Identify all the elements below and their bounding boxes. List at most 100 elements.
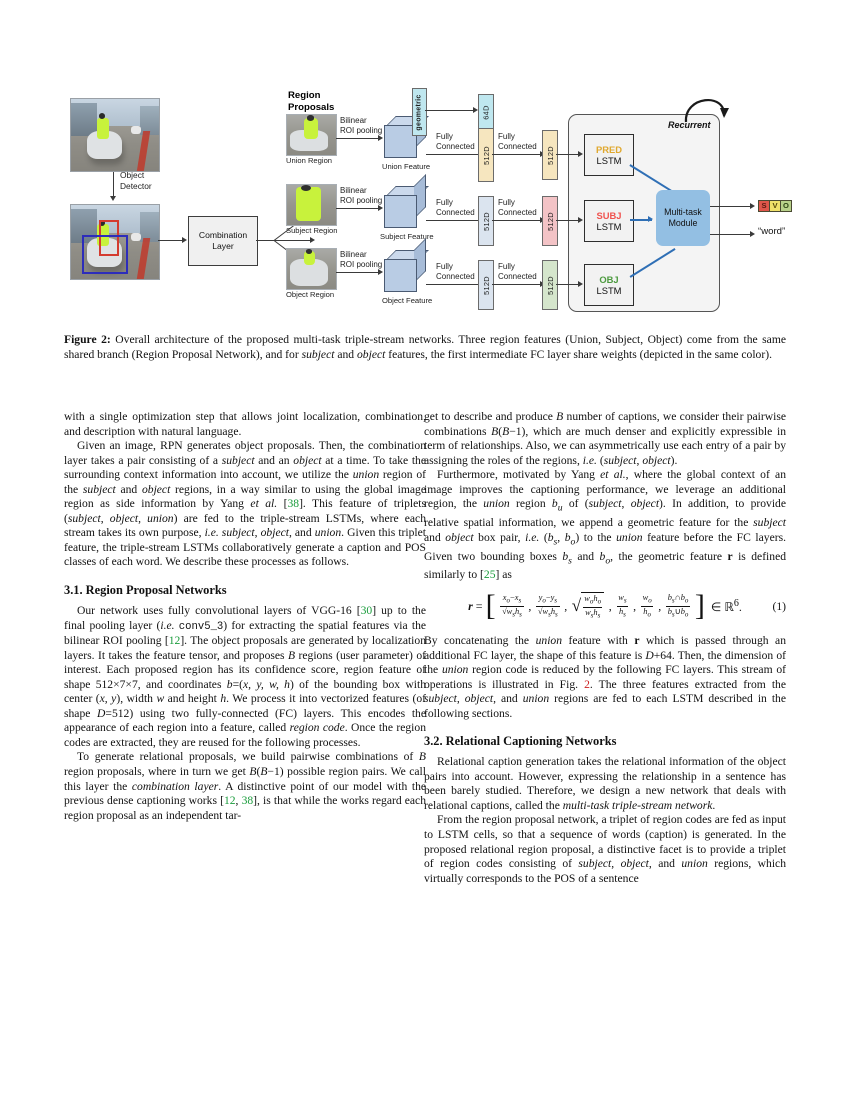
ref-30[interactable]: 30 <box>360 604 373 618</box>
bbox-object <box>81 234 128 275</box>
equation-term-6: bs∩bo bs∪bo <box>665 592 691 619</box>
fc2-object-l2: Connected <box>498 272 537 281</box>
label-fc1-object: Fully Connected <box>436 262 475 282</box>
paragraph-r3: By concatenating the union feature with … <box>424 633 787 720</box>
section-heading-3-2: 3.2. Relational Captioning Networks <box>424 734 617 749</box>
equation-term-1: xo−xs √wshs <box>500 592 524 619</box>
subj-lstm-box: SUBJ LSTM <box>584 200 634 242</box>
bar-512d-union-fc1-label: 512D <box>481 145 491 165</box>
caption-em-object: object <box>357 347 386 361</box>
object-crop-to-feature-line <box>336 272 380 274</box>
mtm-label-line1: Multi-task <box>664 206 702 217</box>
svo-v: V <box>770 201 781 211</box>
mtm-label-line2: Module <box>668 218 698 228</box>
fc2-to-obj-arrowhead <box>578 281 583 287</box>
bilinear-subject-l1: Bilinear <box>340 186 367 195</box>
fc1-to-fc2-union-line <box>492 154 542 156</box>
object-detector-arrow-line <box>113 172 115 198</box>
code-conv5-3: conv5_3 <box>178 620 224 633</box>
union-region-crop <box>286 114 337 156</box>
pred-lstm-sub: LSTM <box>596 155 622 166</box>
label-fc1-union: Fully Connected <box>436 132 475 152</box>
ref-12a[interactable]: 12 <box>168 634 181 648</box>
fc2-to-subj-line <box>556 220 580 222</box>
geometric-to-64d-line <box>425 110 475 112</box>
ref-38b[interactable]: 38 <box>241 794 254 808</box>
paragraph-l4: To generate relational proposals, we bui… <box>64 750 427 822</box>
label-fc1-subject: Fully Connected <box>436 198 475 218</box>
paragraph-l2: Given an image, RPN generates object pro… <box>64 439 427 569</box>
photo-to-combination-line <box>158 240 184 242</box>
mtm-to-word-line <box>710 234 752 236</box>
fc2-subject-l2: Connected <box>498 208 537 217</box>
fc2-union-l2: Connected <box>498 142 537 151</box>
fc2-object-l1: Fully <box>498 262 515 271</box>
fc1-subject-l1: Fully <box>436 198 453 207</box>
object-region-crop <box>286 248 337 290</box>
bilinear-subject-l2: ROI pooling <box>340 196 383 205</box>
ref-25[interactable]: 25 <box>483 568 496 582</box>
pred-lstm-box: PRED LSTM <box>584 134 634 176</box>
equation-1-membership: ∈ ℝ6. <box>707 598 742 615</box>
fc2-to-pred-line <box>556 154 580 156</box>
obj-lstm-tag: OBJ <box>599 273 619 285</box>
bar-512d-subject-fc2-label: 512D <box>545 211 555 231</box>
combination-layer-label-line1: Combination <box>198 230 248 240</box>
figure-caption-prefix: Figure 2: <box>64 333 111 346</box>
equation-term-3: √ woho wshs <box>572 591 605 620</box>
object-detector-arrowhead <box>110 196 116 201</box>
object-feature-to-fc1-line <box>426 284 480 286</box>
ref-fig-2[interactable]: 2 <box>584 677 590 691</box>
label-bilinear-roi-object: Bilinear ROI pooling <box>340 250 382 270</box>
object-crop-to-feature-arrowhead <box>378 269 383 275</box>
equation-1-lhs: r <box>468 598 473 613</box>
bilinear-object-l1: Bilinear <box>340 250 367 259</box>
obj-lstm-box: OBJ LSTM <box>584 264 634 306</box>
equation-1-left-bracket: [ <box>485 589 496 623</box>
bar-64d-label: 64D <box>481 104 491 120</box>
detected-photo <box>70 204 160 280</box>
bar-64d: 64D <box>478 94 494 130</box>
mtm-to-svo-line <box>710 206 752 208</box>
label-subject-region: Subject Region <box>286 226 338 235</box>
ref-12b[interactable]: 12 <box>223 794 236 808</box>
label-object-feature: Object Feature <box>382 296 433 305</box>
ref-38[interactable]: 38 <box>287 497 300 511</box>
label-object-detector-line2: Detector <box>120 180 152 191</box>
fc1-to-fc2-subject-line <box>492 220 542 222</box>
paragraph-l1: with a single optimization step that all… <box>64 410 426 438</box>
recurrent-label: Recurrent <box>668 120 711 130</box>
figure-2: Object Detector Combination Layer <box>64 86 792 326</box>
bar-512d-object-fc1-label: 512D <box>481 275 491 295</box>
section-heading-3-1: 3.1. Region Proposal Networks <box>64 583 227 598</box>
geometric-bar-label: geometric <box>416 93 423 131</box>
label-object-region: Object Region <box>286 290 335 299</box>
figure-caption: Figure 2: Overall architecture of the pr… <box>64 333 786 361</box>
source-photo <box>70 98 160 172</box>
mtm-to-word-arrowhead <box>750 231 755 237</box>
photo-to-combination-arrowhead <box>182 237 187 243</box>
label-fc2-subject: Fully Connected <box>498 198 537 218</box>
bilinear-union-l2: ROI pooling <box>340 126 383 135</box>
mtm-in-arrowhead <box>648 216 653 222</box>
equation-1-right-bracket: ] <box>694 589 705 623</box>
comb-to-subject-line <box>274 240 312 242</box>
bar-512d-object-fc2-label: 512D <box>545 275 555 295</box>
multi-task-module-box: Multi-task Module <box>656 190 710 246</box>
fc1-union-l2: Connected <box>436 142 475 151</box>
fc2-subject-l1: Fully <box>498 198 515 207</box>
bbox-subject <box>99 219 119 257</box>
word-output-label: “word” <box>758 226 786 237</box>
geometric-bar: geometric <box>412 88 427 136</box>
region-proposals-line1: Region <box>288 90 321 101</box>
label-union-feature: Union Feature <box>382 162 431 171</box>
caption-em-subject: subject <box>301 347 335 361</box>
object-feature-cube <box>384 238 429 292</box>
recurrent-loop-icon <box>684 99 729 123</box>
subject-feature-to-fc1-line <box>426 220 480 222</box>
bar-512d-subject-fc1-label: 512D <box>481 211 491 231</box>
union-crop-to-feature-line <box>336 138 380 140</box>
region-proposals-heading: Region Proposals <box>288 90 334 114</box>
paragraph-r4: Relational caption generation takes the … <box>424 755 786 812</box>
